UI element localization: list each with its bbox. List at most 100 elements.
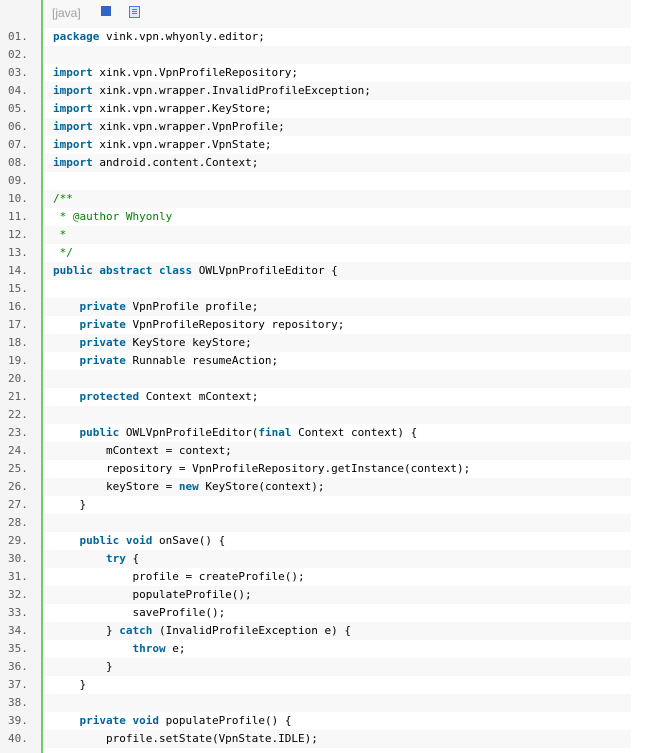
keyword-token: public <box>79 426 120 439</box>
line-number: 15. <box>8 282 28 295</box>
code-line: 30. try { <box>0 550 631 568</box>
code-line: 15. <box>0 280 631 298</box>
code-token: xink.vpn.wrapper.KeyStore; <box>92 102 272 115</box>
line-number: 35. <box>8 642 28 655</box>
code-token <box>53 354 80 367</box>
line-code <box>43 46 631 64</box>
line-number: 28. <box>8 516 28 529</box>
keyword-token: abstract <box>99 264 153 277</box>
line-number: 16. <box>8 300 28 313</box>
line-number: 01. <box>8 30 28 43</box>
line-code: import xink.vpn.wrapper.KeyStore; <box>43 100 631 118</box>
line-code <box>43 514 631 532</box>
code-token <box>53 336 80 349</box>
line-number: 39. <box>8 714 28 727</box>
code-line: 21. protected Context mContext; <box>0 388 631 406</box>
line-number: 03. <box>8 66 28 79</box>
code-token <box>119 534 126 547</box>
keyword-token: import <box>53 120 93 133</box>
line-code: populateProfile(); <box>43 586 631 604</box>
line-code: import xink.vpn.VpnProfileRepository; <box>43 64 631 82</box>
line-code: protected Context mContext; <box>43 388 631 406</box>
comment-token: * <box>53 228 67 241</box>
line-code: private void populateProfile() { <box>43 712 631 730</box>
code-token: } <box>53 624 120 637</box>
code-token: populateProfile(); <box>53 588 252 601</box>
keyword-token: final <box>258 426 292 439</box>
code-line: 07. import xink.vpn.wrapper.VpnState; <box>0 136 631 154</box>
code-token <box>53 642 132 655</box>
code-token <box>53 426 80 439</box>
keyword-token: import <box>53 156 93 169</box>
line-code: import xink.vpn.wrapper.VpnState; <box>43 136 631 154</box>
code-token: } <box>53 678 87 691</box>
line-number: 07. <box>8 138 28 151</box>
code-line: 17. private VpnProfileRepository reposit… <box>0 316 631 334</box>
line-code: import xink.vpn.wrapper.VpnProfile; <box>43 118 631 136</box>
view-source-icon[interactable] <box>101 6 111 16</box>
code-line: 02. <box>0 46 631 64</box>
keyword-token: import <box>53 84 93 97</box>
code-token: Context context) { <box>291 426 418 439</box>
line-number-gutter <box>0 0 41 753</box>
code-token: Runnable resumeAction; <box>125 354 279 367</box>
line-number: 29. <box>8 534 28 547</box>
line-number: 27. <box>8 498 28 511</box>
code-token <box>53 390 80 403</box>
code-token <box>53 300 80 313</box>
keyword-token: void <box>125 534 153 547</box>
code-token: Context mContext; <box>139 390 259 403</box>
code-line: 18. private KeyStore keyStore; <box>0 334 631 352</box>
copy-icon[interactable] <box>129 6 140 18</box>
code-line: 29. public void onSave() { <box>0 532 631 550</box>
line-number: 21. <box>8 390 28 403</box>
code-token: xink.vpn.VpnProfileRepository; <box>92 66 299 79</box>
line-number: 09. <box>8 174 28 187</box>
line-number: 25. <box>8 462 28 475</box>
code-token: OWLVpnProfileEditor { <box>192 264 338 277</box>
line-code: repository = VpnProfileRepository.getIns… <box>43 460 631 478</box>
line-number: 10. <box>8 192 28 205</box>
code-line: 10. /** <box>0 190 631 208</box>
line-number: 17. <box>8 318 28 331</box>
code-line: 37. } <box>0 676 631 694</box>
keyword-token: try <box>105 552 126 565</box>
line-number: 04. <box>8 84 28 97</box>
line-number: 30. <box>8 552 28 565</box>
keyword-token: new <box>178 480 199 493</box>
code-token <box>53 534 80 547</box>
code-line: 39. private void populateProfile() { <box>0 712 631 730</box>
line-number: 31. <box>8 570 28 583</box>
language-label: [java] <box>52 6 81 20</box>
line-code <box>43 172 631 190</box>
code-token: (InvalidProfileException e) { <box>152 624 352 637</box>
code-line: 11. * @author Whyonly <box>0 208 631 226</box>
code-line: 04. import xink.vpn.wrapper.InvalidProfil… <box>0 82 631 100</box>
keyword-token: private <box>79 318 126 331</box>
code-token: xink.vpn.wrapper.InvalidProfileException… <box>92 84 371 97</box>
keyword-token: void <box>132 714 159 727</box>
code-token: onSave() { <box>152 534 226 547</box>
code-token: KeyStore(context); <box>198 480 325 493</box>
line-code: /** <box>43 190 631 208</box>
code-line: 19. private Runnable resumeAction; <box>0 352 631 370</box>
line-code: private KeyStore keyStore; <box>43 334 631 352</box>
line-number: 37. <box>8 678 28 691</box>
code-line: 16. private VpnProfile profile; <box>0 298 631 316</box>
code-token: mContext = context; <box>53 444 232 457</box>
code-token: populateProfile() { <box>158 714 292 727</box>
line-code: private VpnProfileRepository repository; <box>43 316 631 334</box>
code-line: 14.public abstract class OWLVpnProfileEd… <box>0 262 631 280</box>
keyword-token: protected <box>79 390 140 403</box>
code-line: 03. import xink.vpn.VpnProfileRepository; <box>0 64 631 82</box>
line-code <box>43 406 631 424</box>
gutter-divider <box>41 0 43 753</box>
line-code: try { <box>43 550 631 568</box>
code-token: xink.vpn.wrapper.VpnProfile; <box>92 120 285 133</box>
keyword-token: import <box>53 138 93 151</box>
code-line: 31. profile = createProfile(); <box>0 568 631 586</box>
code-line: 38. <box>0 694 631 712</box>
line-code: package vink.vpn.whyonly.editor; <box>43 28 631 46</box>
line-code: keyStore = new KeyStore(context); <box>43 478 631 496</box>
comment-token: /** <box>53 192 73 205</box>
